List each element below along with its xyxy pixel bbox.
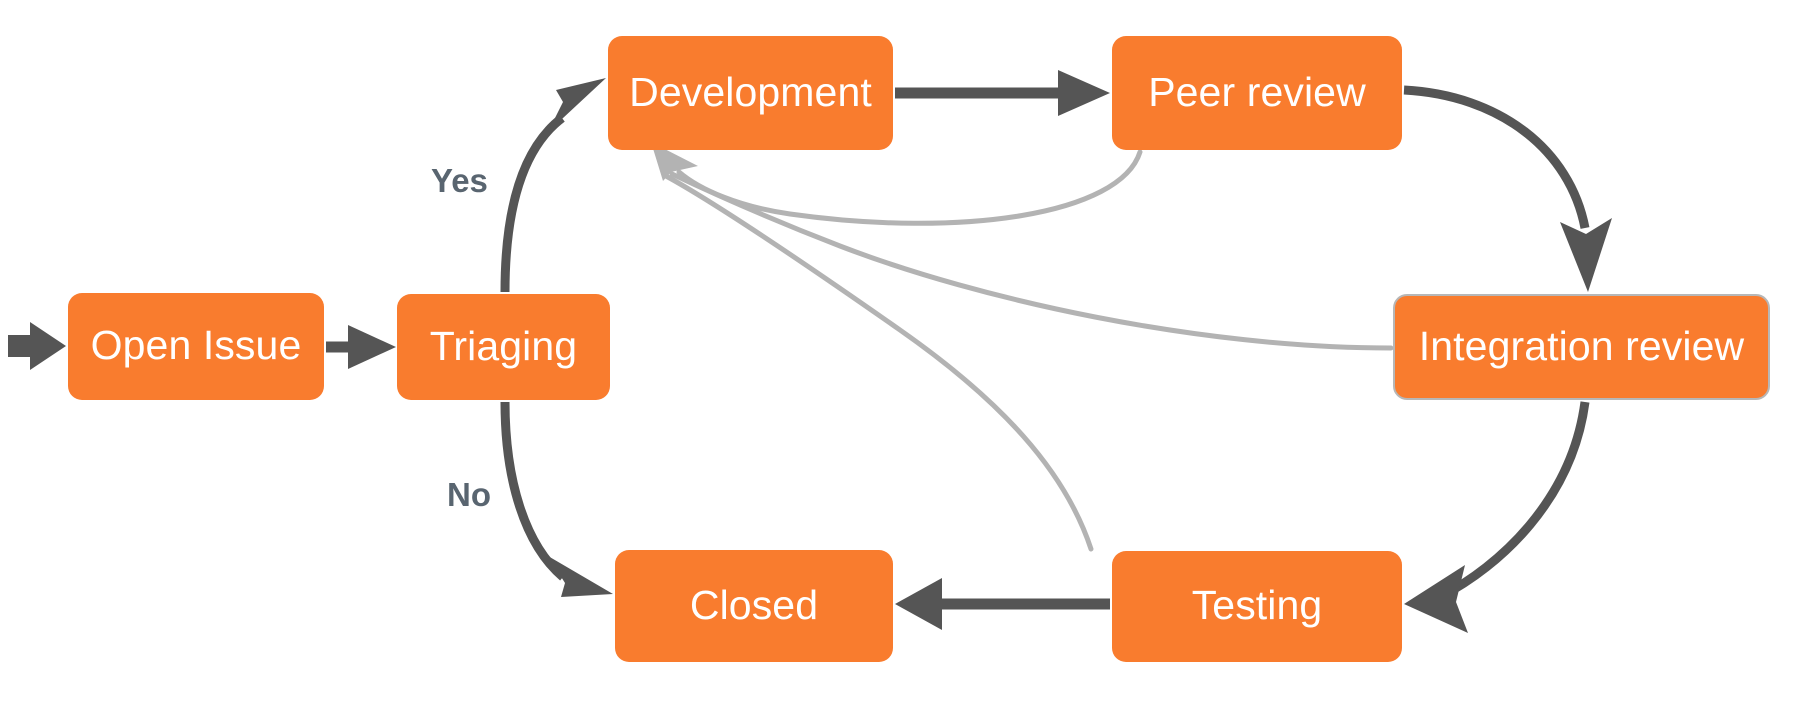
node-closed[interactable]: Closed bbox=[615, 550, 893, 662]
arrowhead-start-to-open-issue bbox=[30, 322, 66, 370]
edge-integration-review-to-development[interactable] bbox=[669, 171, 1394, 351]
node-label-development: Development bbox=[629, 68, 872, 115]
edge-peer-review-to-integration-line[interactable] bbox=[1403, 85, 1590, 229]
node-label-testing: Testing bbox=[1191, 582, 1323, 628]
arrowhead-testing-to-closed bbox=[895, 578, 942, 630]
edge-label-yes: Yes bbox=[431, 162, 488, 199]
node-label-peer-review: Peer review bbox=[1148, 68, 1366, 115]
arrowhead-development-to-peer-review bbox=[1058, 70, 1110, 116]
node-label-closed: Closed bbox=[689, 581, 819, 628]
arrowhead-triaging-to-closed bbox=[548, 556, 613, 597]
edge-integration-to-testing-line[interactable] bbox=[1437, 401, 1590, 601]
node-label-triaging: Triaging bbox=[429, 322, 578, 369]
node-label-open-issue: Open Issue bbox=[90, 322, 302, 368]
node-open-issue[interactable]: Open Issue bbox=[68, 293, 324, 400]
node-testing[interactable]: Testing bbox=[1112, 551, 1402, 662]
node-development[interactable]: Development bbox=[608, 36, 893, 150]
edge-testing-to-development[interactable] bbox=[663, 173, 1094, 552]
arrowhead-triaging-to-development bbox=[548, 78, 606, 132]
arrowhead-open-issue-to-triaging bbox=[348, 325, 396, 369]
edge-triaging-to-closed-line[interactable] bbox=[500, 401, 566, 581]
primary-edges bbox=[8, 85, 1590, 610]
arrowhead-feedback-to-development bbox=[651, 142, 698, 181]
arrowhead-integration-to-testing bbox=[1404, 565, 1468, 633]
edge-triaging-to-development-line[interactable] bbox=[500, 114, 565, 293]
node-peer-review[interactable]: Peer review bbox=[1112, 36, 1402, 150]
node-integration-review[interactable]: Integration review bbox=[1393, 294, 1770, 400]
edge-label-no: No bbox=[447, 476, 491, 513]
feedback-arrowhead-group bbox=[651, 142, 698, 181]
feedback-edges bbox=[663, 149, 1394, 552]
node-label-integration-review: Integration review bbox=[1418, 322, 1745, 369]
primary-arrowheads bbox=[30, 70, 1612, 633]
edge-peer-review-to-development[interactable] bbox=[676, 149, 1143, 226]
arrowhead-peer-review-to-integration bbox=[1560, 218, 1612, 292]
node-triaging[interactable]: Triaging bbox=[397, 294, 610, 400]
